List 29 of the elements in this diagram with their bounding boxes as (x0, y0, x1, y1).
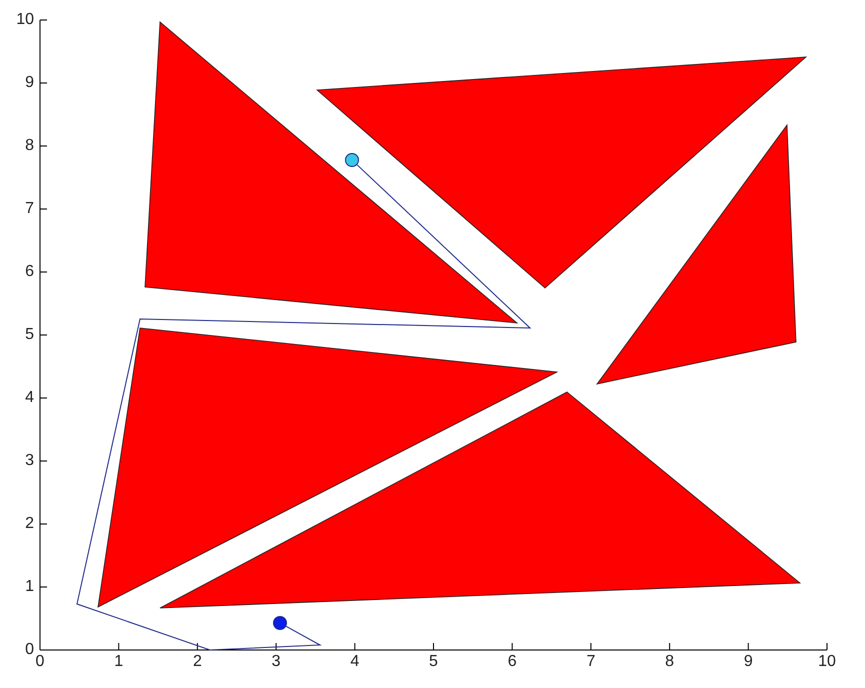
obstacle-triangle (144, 21, 518, 324)
tick-label: 5 (25, 325, 34, 345)
tick-label: 3 (25, 451, 34, 471)
tick-label: 1 (113, 652, 124, 672)
tick-label: 9 (25, 73, 34, 93)
tick-label: 0 (34, 652, 46, 672)
path-endpoint-marker (273, 616, 287, 630)
tick-label: 4 (25, 388, 34, 408)
tick-label: 10 (16, 10, 34, 30)
tick-label: 7 (25, 199, 34, 219)
tick-label: 6 (25, 262, 34, 282)
tick-label: 6 (506, 652, 518, 672)
tick-label: 5 (428, 652, 439, 672)
tick-label: 8 (25, 136, 34, 156)
obstacle-triangle (596, 124, 796, 385)
tick-label: 8 (664, 652, 676, 672)
tick-label: 4 (349, 652, 360, 672)
tick-label: 1 (25, 577, 34, 597)
tick-label: 10 (817, 652, 837, 672)
path-endpoint-marker (345, 153, 359, 167)
obstacle-triangle (160, 392, 802, 608)
tick-label: 3 (270, 652, 282, 672)
tick-label: 0 (25, 640, 34, 660)
obstacle-triangle (97, 328, 558, 608)
tick-label: 2 (25, 514, 34, 534)
path-line (76, 164, 532, 650)
tick-label: 7 (585, 652, 596, 672)
tick-label: 9 (742, 652, 754, 672)
tick-label: 2 (192, 652, 203, 672)
